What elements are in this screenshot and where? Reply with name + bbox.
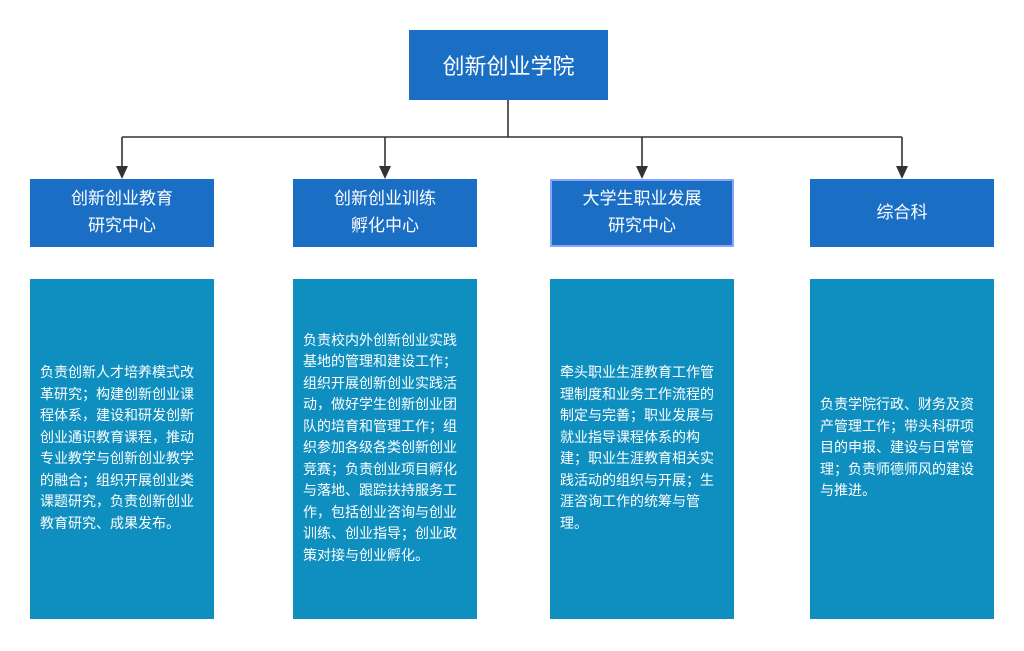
dept-node-label: 大学生职业发展 研究中心 [582,189,702,236]
dept-node-incubation: 创新创业训练 孵化中心 [293,179,477,247]
dept-node-label: 创新创业训练 孵化中心 [334,189,436,236]
description-text: 负责校内外创新创业实践基地的管理和建设工作；组织开展创新创业实践活动，做好学生创… [303,332,457,564]
arrowhead-1 [116,166,128,179]
description-box-general-affairs: 负责学院行政、财务及资产管理工作；带头科研项目的申报、建设与日常管理；负责师德师… [810,279,994,619]
arrowhead-4 [896,166,908,179]
dept-node-general-affairs: 综合科 [810,179,994,247]
dept-node-label: 综合科 [876,202,928,223]
root-node: 创新创业学院 [409,30,608,100]
description-box-education-research: 负责创新人才培养模式改革研究；构建创新创业课程体系，建设和研发创新创业通识教育课… [30,279,214,619]
description-text: 牵头职业生涯教育工作管理制度和业务工作流程的制定与完善；职业发展与就业指导课程体… [560,365,714,532]
arrowhead-3 [636,166,648,179]
arrowhead-2 [379,166,391,179]
dept-node-career-development[interactable]: 大学生职业发展 研究中心 [550,179,734,247]
description-text: 负责创新人才培养模式改革研究；构建创新创业课程体系，建设和研发创新创业通识教育课… [40,365,194,532]
description-box-career-development: 牵头职业生涯教育工作管理制度和业务工作流程的制定与完善；职业发展与就业指导课程体… [550,279,734,619]
root-node-label: 创新创业学院 [442,55,575,80]
description-box-incubation: 负责校内外创新创业实践基地的管理和建设工作；组织开展创新创业实践活动，做好学生创… [293,279,477,619]
dept-node-label: 创新创业教育 研究中心 [71,189,173,236]
description-text: 负责学院行政、财务及资产管理工作；带头科研项目的申报、建设与日常管理；负责师德师… [820,397,974,500]
dept-node-education-research: 创新创业教育 研究中心 [30,179,214,247]
